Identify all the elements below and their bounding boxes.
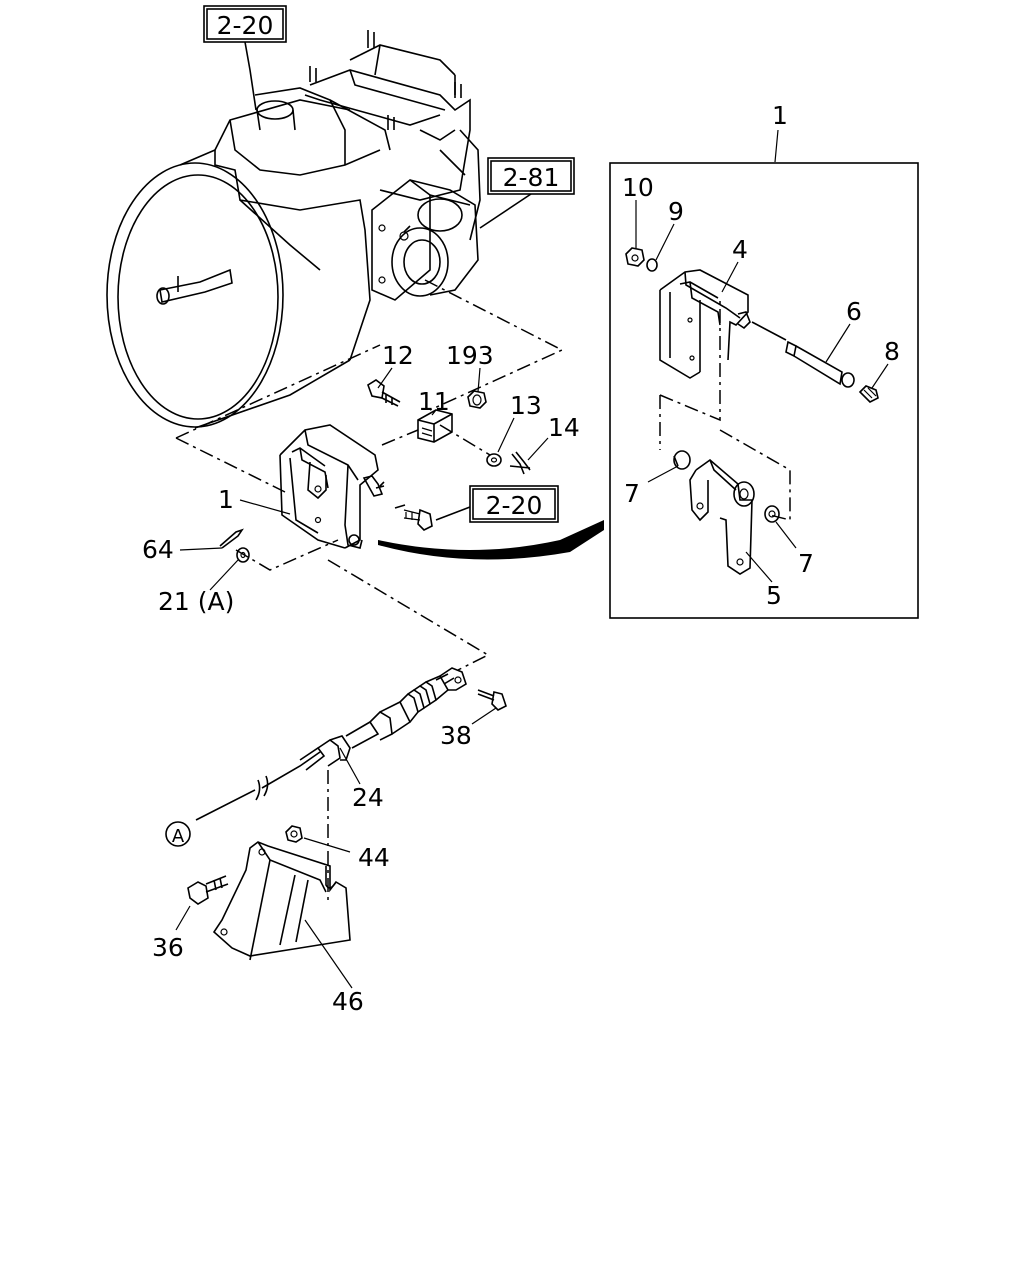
detail-view-box (609, 162, 919, 619)
callout-9: 9 (668, 197, 684, 226)
callout-24: 24 (352, 783, 384, 812)
leader-44 (303, 837, 351, 853)
leader-7-right (775, 521, 797, 549)
part-5-lever[interactable] (689, 458, 755, 575)
part-14-clip[interactable] (509, 451, 531, 475)
leader-5 (745, 551, 773, 583)
leader-12 (377, 367, 393, 389)
transmission-assembly (106, 30, 481, 429)
part-44-nut[interactable] (285, 825, 303, 843)
leader-64 (179, 547, 223, 551)
callout-5: 5 (766, 581, 782, 610)
callout-10: 10 (622, 173, 654, 202)
callout-14: 14 (548, 413, 580, 442)
leader-1-detail (774, 129, 779, 163)
part-9-washer[interactable] (646, 258, 658, 272)
marker-a: A (165, 821, 191, 847)
part-8-grease-fitting[interactable] (858, 385, 879, 403)
callout-44: 44 (358, 843, 390, 872)
callout-46: 46 (332, 987, 364, 1016)
part-24-shift-cable[interactable] (195, 667, 467, 821)
leader-1-main (239, 499, 291, 515)
leader-6 (825, 323, 851, 363)
part-193-nut[interactable] (467, 390, 487, 409)
leader-13 (497, 417, 515, 453)
leader-46 (304, 919, 353, 989)
leader-ref-side (479, 193, 532, 229)
leader-21 (209, 559, 239, 591)
callout-38: 38 (440, 721, 472, 750)
leader-14 (527, 437, 549, 461)
leader-4 (721, 261, 739, 293)
callout-1-main: 1 (218, 485, 234, 514)
part-10-nut[interactable] (625, 247, 645, 267)
callout-1-detail: 1 (772, 101, 788, 130)
part-21-washer[interactable] (236, 547, 250, 563)
assembly-lines (175, 279, 791, 900)
reference-label-side: 2-81 (503, 163, 560, 192)
reference-box-side[interactable]: 2-81 (487, 157, 575, 195)
callout-11: 11 (418, 387, 450, 416)
marker-a-label: A (172, 826, 185, 847)
part-46-cable-bracket[interactable] (212, 841, 351, 961)
leader-11 (431, 409, 437, 416)
leader-38 (471, 707, 497, 725)
leader-36 (175, 905, 191, 931)
leader-24 (339, 747, 361, 785)
part-7-bushing-right[interactable] (764, 505, 780, 523)
callout-8: 8 (884, 337, 900, 366)
leader-9 (655, 223, 675, 261)
reference-label-top: 2-20 (217, 11, 274, 40)
part-4-bracket[interactable] (659, 269, 751, 379)
part-6-shaft[interactable] (751, 321, 855, 388)
part-1-shift-bracket[interactable] (279, 424, 433, 549)
reference-box-bracket[interactable]: 2-20 (469, 485, 559, 523)
callout-6: 6 (846, 297, 862, 326)
reference-box-top[interactable]: 2-20 (203, 5, 287, 43)
callout-13: 13 (510, 391, 542, 420)
leader-ref-top (244, 41, 257, 111)
callout-7-left: 7 (624, 479, 640, 508)
callout-4: 4 (732, 235, 748, 264)
callout-64: 64 (142, 535, 174, 564)
leader-ref-bracket (435, 506, 471, 521)
part-12-bolt[interactable] (367, 379, 401, 407)
callout-21: 21 (A) (158, 587, 234, 616)
detail-connector-arrow (378, 520, 604, 560)
leader-7-left (647, 465, 679, 483)
reference-label-bracket: 2-20 (486, 491, 543, 520)
leader-193 (477, 367, 481, 393)
part-7-bushing-left[interactable] (673, 450, 691, 470)
callout-12: 12 (382, 341, 414, 370)
callout-193: 193 (446, 341, 494, 370)
part-64-pin[interactable] (219, 528, 244, 549)
leader-8 (871, 363, 889, 389)
part-13-washer[interactable] (486, 453, 502, 467)
part-36-bolt[interactable] (187, 875, 229, 905)
callout-36: 36 (152, 933, 184, 962)
part-38-bolt[interactable] (477, 689, 507, 711)
callout-7-right: 7 (798, 549, 814, 578)
